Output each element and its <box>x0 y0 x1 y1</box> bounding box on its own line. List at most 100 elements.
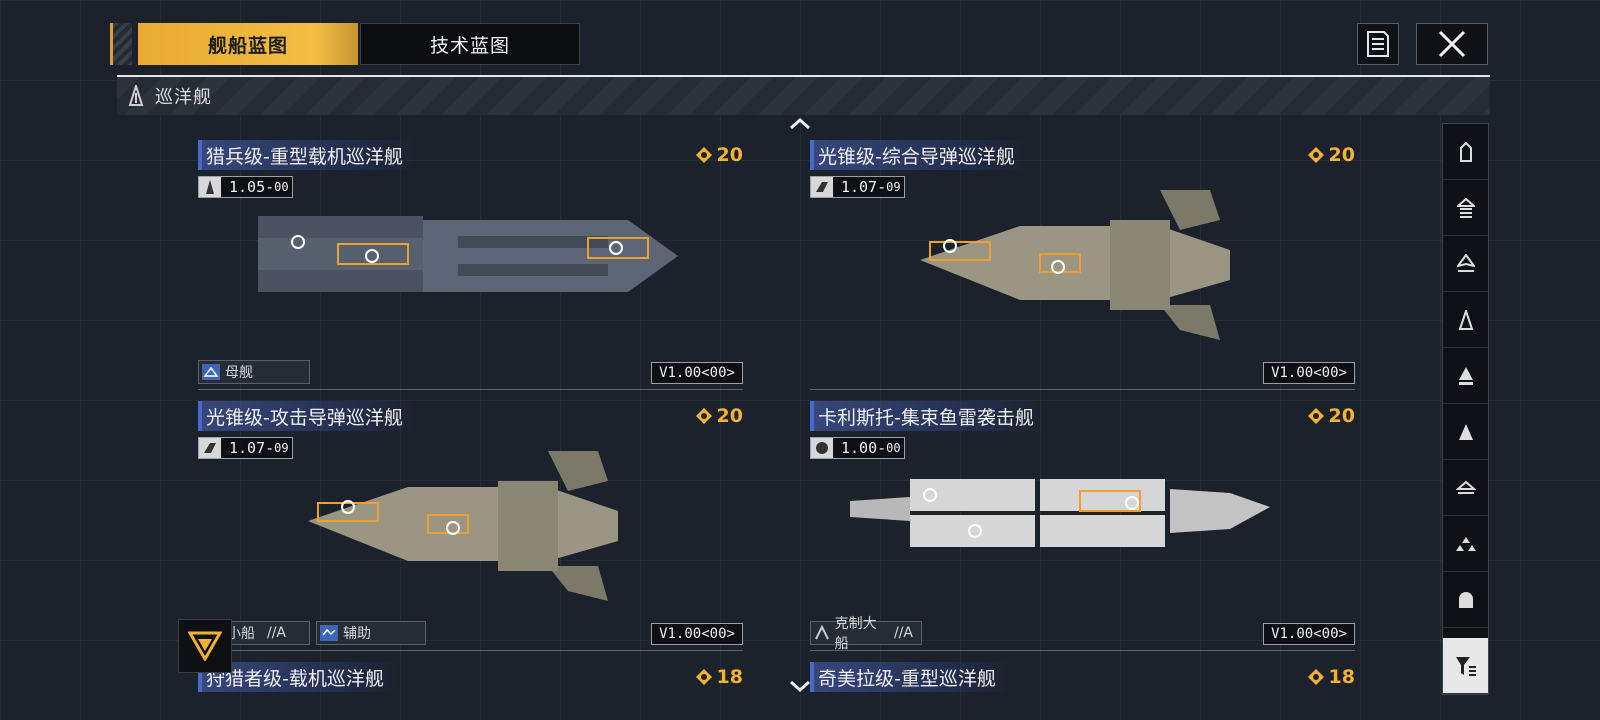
category-label: 巡洋舰 <box>155 87 212 108</box>
sidebar-item-frigate[interactable] <box>1443 124 1488 180</box>
ship-image <box>258 216 678 292</box>
fleet-icon <box>1455 536 1476 551</box>
ship-title: 奇美拉级-重型巡洋舰 <box>810 662 1010 692</box>
sidebar-item-cruiser[interactable] <box>1443 292 1488 348</box>
anti-large-icon <box>813 623 831 643</box>
ship-cost-value: 20 <box>1328 405 1355 427</box>
filter-icon <box>1455 656 1476 676</box>
version-tag: 1.07-09 <box>810 176 905 198</box>
card-divider <box>810 650 1355 651</box>
role-tag: 母舰 <box>198 360 310 384</box>
frigate-icon <box>1459 141 1472 162</box>
cruiser-icon <box>1458 309 1473 330</box>
ship-card[interactable]: 光锥级-综合导弹巡洋舰 20 1.07-09 V1.00<00> <box>810 140 1355 390</box>
sidebar-item-cruiser-class[interactable] <box>1443 236 1488 292</box>
sidebar-item-auxiliary[interactable] <box>1443 404 1488 460</box>
ship-cost: 20 <box>1307 142 1355 168</box>
blueprint-cost-icon <box>695 147 712 163</box>
sidebar-item-fleet[interactable] <box>1443 516 1488 572</box>
blueprint-cost-icon <box>695 669 712 685</box>
ship-image <box>850 479 1270 547</box>
role-suffix: //A <box>893 625 913 641</box>
ship-cost: 20 <box>695 142 743 168</box>
ship-card[interactable]: 卡利斯托-集束鱼雷袭击舰 20 1.00-00 克制大船 //A V1.00<0… <box>810 401 1355 652</box>
ship-class-icon <box>199 177 221 197</box>
version-minor: 00 <box>886 441 901 455</box>
ship-class-filter-sidebar <box>1442 123 1489 695</box>
ship-image <box>308 451 618 601</box>
card-divider <box>810 389 1355 390</box>
version-minor: 00 <box>274 180 289 194</box>
ship-cost-value: 18 <box>716 666 743 688</box>
scroll-up-icon[interactable] <box>788 116 812 132</box>
cruiser-icon <box>128 85 144 106</box>
destroyer-icon <box>1456 197 1475 218</box>
ship-class-icon <box>811 438 833 458</box>
ship-cost-value: 20 <box>716 405 743 427</box>
ship-card[interactable]: 猎兵级-重型载机巡洋舰 20 1.05-00 母舰 V1.00<00> <box>198 140 743 390</box>
top-bar: 舰船蓝图 技术蓝图 <box>110 20 1490 68</box>
role-tag: 克制大船 //A <box>810 616 922 652</box>
ship-card[interactable]: 光锥级-攻击导弹巡洋舰 20 1.07-09 克制小船 //A 辅助 V1.00… <box>198 401 743 651</box>
role-tag: 辅助 <box>316 621 426 645</box>
build-version: V1.00<00> <box>1263 623 1355 645</box>
ship-cost: 20 <box>1307 403 1355 429</box>
tab-decor-stripe <box>110 23 132 65</box>
version-tag: 1.05-00 <box>198 176 293 198</box>
scroll-down-icon[interactable] <box>788 678 812 694</box>
version-minor: 09 <box>274 441 289 455</box>
sidebar-item-battlecruiser[interactable] <box>1443 348 1488 404</box>
card-divider <box>198 650 743 651</box>
ship-title: 猎兵级-重型载机巡洋舰 <box>198 140 417 170</box>
base-icon <box>1458 591 1473 608</box>
ship-class-icon <box>199 438 221 458</box>
build-version: V1.00<00> <box>1263 362 1355 384</box>
ship-cost-value: 20 <box>1328 144 1355 166</box>
role-label: 母舰 <box>225 365 253 381</box>
ship-title: 光锥级-综合导弹巡洋舰 <box>810 140 1029 170</box>
notes-button[interactable] <box>1357 23 1399 65</box>
version-major: 1.07 <box>229 439 266 457</box>
ship-cost-value: 20 <box>716 144 743 166</box>
sidebar-item-base[interactable] <box>1443 572 1488 628</box>
battlecruiser-icon <box>1458 366 1473 385</box>
version-tag: 1.00-00 <box>810 437 905 459</box>
carrier-icon <box>1455 480 1476 494</box>
collapse-menu-button[interactable] <box>178 619 232 673</box>
ship-cost: 18 <box>1307 664 1355 690</box>
sidebar-item-carrier[interactable] <box>1443 460 1488 516</box>
ship-card[interactable]: 奇美拉级-重型巡洋舰 18 <box>810 662 1355 702</box>
tab-tech-blueprint[interactable]: 技术蓝图 <box>360 23 580 65</box>
notes-icon <box>1367 31 1389 57</box>
version-minor: 09 <box>886 180 901 194</box>
version-major: 1.05 <box>229 178 266 196</box>
category-bar: 巡洋舰 <box>117 75 1490 115</box>
sidebar-filter-button[interactable] <box>1443 638 1488 694</box>
build-version: V1.00<00> <box>651 362 743 384</box>
blueprint-cost-icon <box>1307 408 1324 424</box>
ship-cost: 20 <box>695 403 743 429</box>
version-major: 1.07 <box>841 178 878 196</box>
ship-title: 卡利斯托-集束鱼雷袭击舰 <box>810 401 1048 431</box>
ship-class-icon <box>811 177 833 197</box>
cruiser-class-icon <box>1456 253 1475 272</box>
role-suffix: //A <box>267 625 287 641</box>
ship-card[interactable]: 狩猎者级-载机巡洋舰 18 <box>198 662 743 702</box>
role-label: 克制大船 <box>834 616 877 652</box>
auxiliary-icon <box>1458 423 1473 440</box>
sidebar-item-destroyer[interactable] <box>1443 180 1488 236</box>
ship-cost: 18 <box>695 664 743 690</box>
build-version: V1.00<00> <box>651 623 743 645</box>
triangle-down-icon <box>188 631 222 661</box>
ship-image <box>920 190 1230 340</box>
blueprint-cost-icon <box>1307 669 1324 685</box>
close-button[interactable] <box>1416 23 1488 65</box>
blueprint-cost-icon <box>695 408 712 424</box>
blueprint-cost-icon <box>1307 147 1324 163</box>
version-tag: 1.07-09 <box>198 437 293 459</box>
support-role-icon <box>319 623 339 643</box>
version-major: 1.00 <box>841 439 878 457</box>
carrier-role-icon <box>201 362 221 382</box>
tab-ship-blueprint[interactable]: 舰船蓝图 <box>138 23 358 65</box>
card-divider <box>198 389 743 390</box>
